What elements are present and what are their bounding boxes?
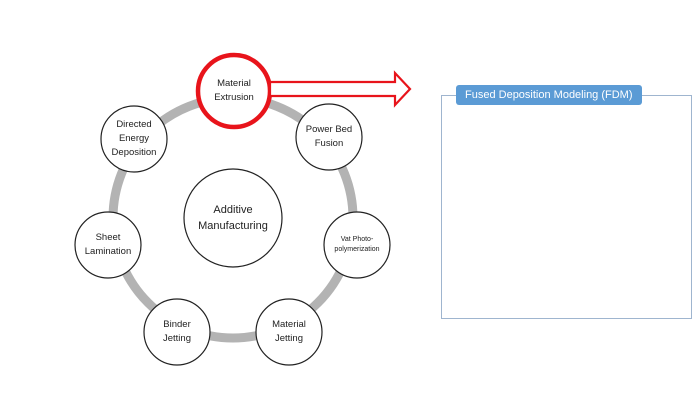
fdm-panel-title: Fused Deposition Modeling (FDM) — [456, 85, 642, 105]
right-arrow-icon — [268, 70, 412, 108]
center-node-circle — [183, 168, 283, 268]
fdm-panel — [441, 95, 692, 319]
node-directed-energy-deposition-circle — [100, 105, 168, 173]
node-binder-jetting-circle — [143, 298, 211, 366]
node-sheet-lamination-circle — [74, 211, 142, 279]
node-material-jetting-circle — [255, 298, 323, 366]
node-power-bed-fusion-circle — [295, 103, 363, 171]
node-vat-photopolymerization-circle — [323, 211, 391, 279]
node-material-extrusion-circle — [195, 52, 273, 130]
